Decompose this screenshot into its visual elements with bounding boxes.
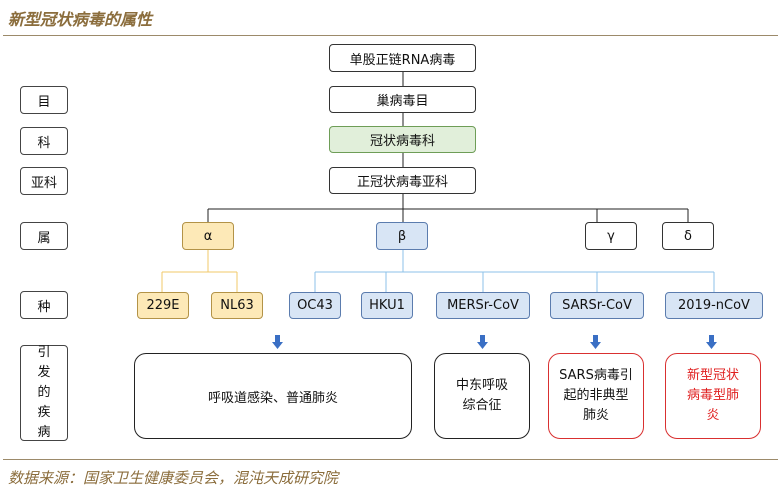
footer-rule: [3, 459, 778, 460]
disease-sars-line: 起的非典型: [563, 388, 629, 403]
level-subfamily-label: 亚科: [20, 167, 68, 195]
level-family-label: 科: [20, 127, 68, 155]
disease-sars: SARS病毒引 起的非典型 肺炎: [548, 353, 644, 439]
node-genus-beta: β: [376, 222, 428, 250]
arrow-down-icon: [706, 335, 717, 349]
disease-sars-line: 肺炎: [582, 408, 609, 423]
node-species-hku1: HKU1: [361, 292, 413, 319]
arrow-down-icon: [590, 335, 601, 349]
level-species-label: 种: [20, 291, 68, 319]
level-disease-char: 发: [37, 365, 51, 380]
diagram-title: 新型冠状病毒的属性: [8, 10, 153, 29]
disease-ncov: 新型冠状 病毒型肺 炎: [665, 353, 761, 439]
arrow-down-icon: [272, 335, 283, 349]
disease-mers: 中东呼吸 综合征: [434, 353, 530, 439]
node-species-mers: MERSr-CoV: [436, 292, 530, 319]
source-note: 数据来源：国家卫生健康委员会，混沌天成研究院: [8, 469, 339, 487]
node-species-229e: 229E: [137, 292, 189, 319]
node-species-oc43: OC43: [289, 292, 341, 319]
disease-ncov-line: 炎: [706, 408, 720, 423]
node-species-nl63: NL63: [211, 292, 263, 319]
node-species-ncov: 2019-nCoV: [665, 292, 763, 319]
level-disease-label: 引 发 的 疾 病: [20, 345, 68, 441]
arrow-down-icon: [477, 335, 488, 349]
node-subfamily: 正冠状病毒亚科: [329, 167, 476, 194]
level-order-label: 目: [20, 86, 68, 114]
header-rule: [3, 35, 778, 36]
level-disease-char: 病: [37, 425, 51, 440]
disease-ncov-line: 病毒型肺: [686, 388, 739, 403]
node-species-sars: SARSr-CoV: [550, 292, 644, 319]
level-genus-label: 属: [20, 222, 68, 250]
node-order: 巢病毒目: [329, 86, 476, 113]
node-genus-delta: δ: [662, 222, 714, 250]
disease-sars-line: SARS病毒引: [559, 368, 633, 383]
level-disease-char: 引: [37, 345, 51, 360]
node-family: 冠状病毒科: [329, 126, 476, 153]
node-genus-gamma: γ: [585, 222, 637, 250]
node-genus-alpha: α: [182, 222, 234, 250]
level-disease-char: 的: [37, 385, 51, 400]
disease-mers-line: 中东呼吸: [455, 378, 508, 393]
disease-ncov-line: 新型冠状: [686, 368, 739, 383]
disease-common: 呼吸道感染、普通肺炎: [134, 353, 412, 439]
level-disease-char: 疾: [37, 405, 51, 420]
disease-mers-line: 综合征: [462, 398, 502, 413]
node-root: 单股正链RNA病毒: [329, 44, 476, 72]
